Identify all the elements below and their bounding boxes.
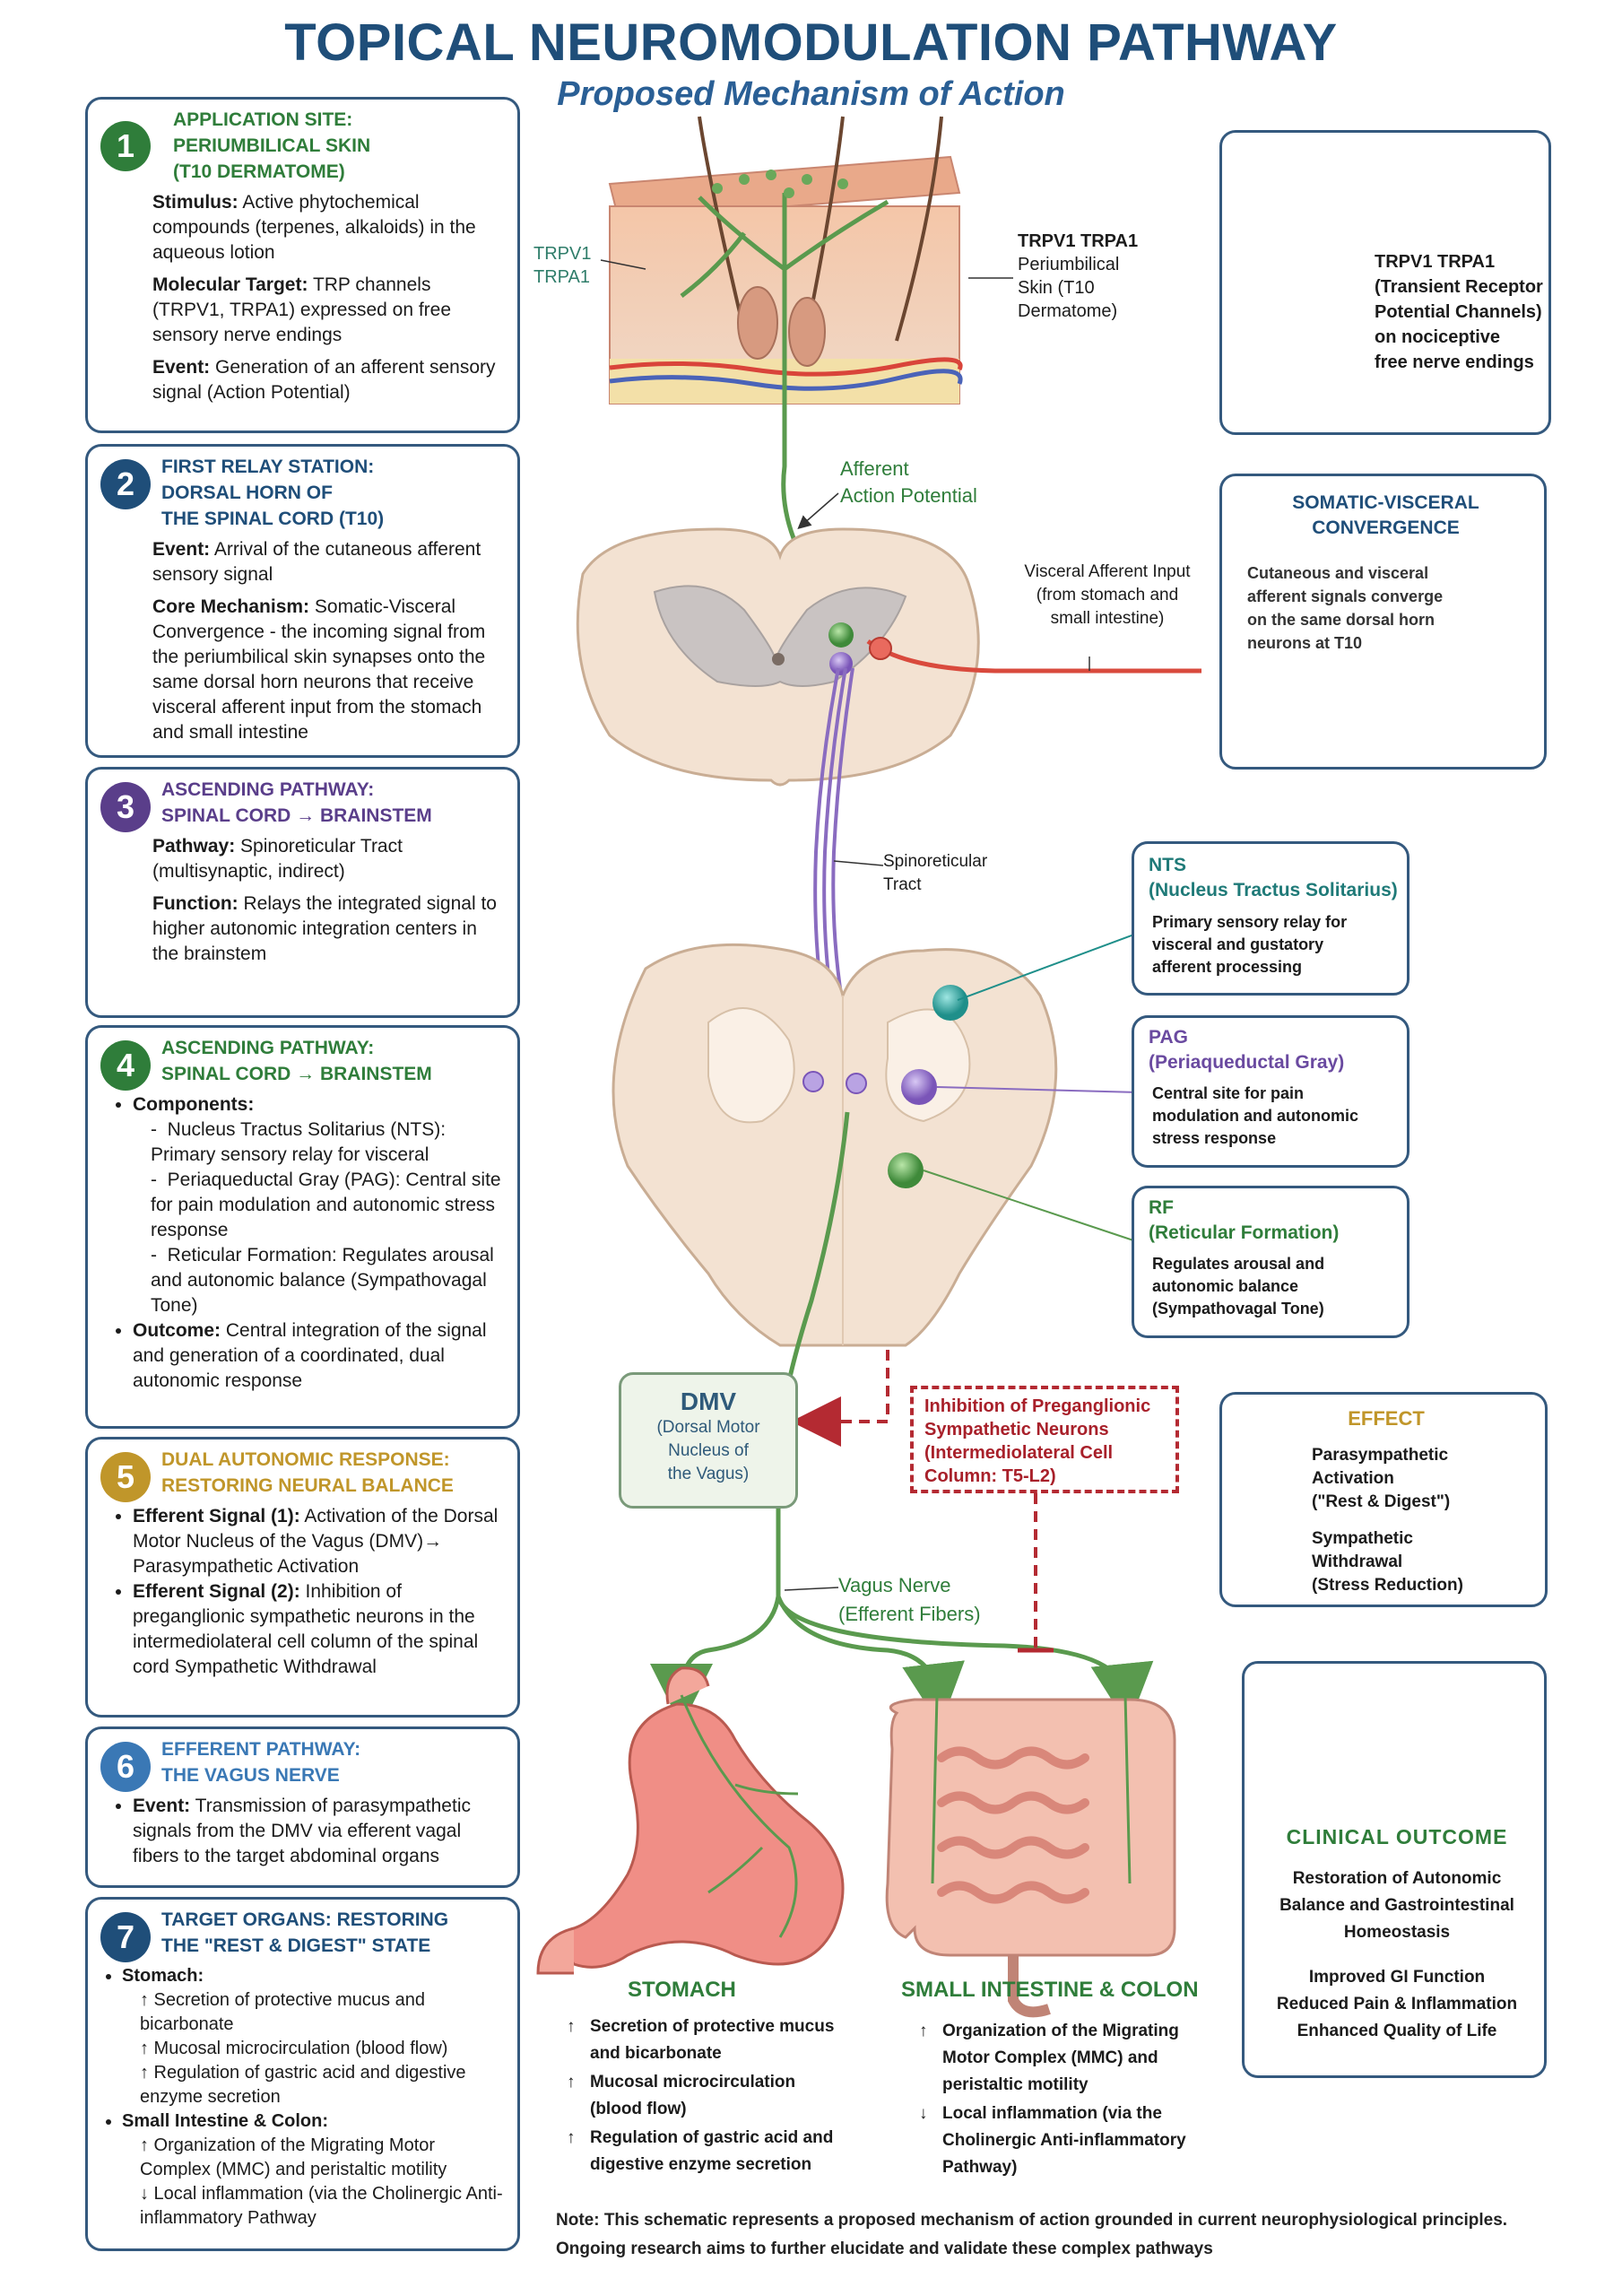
- step-4-number: 4: [100, 1040, 151, 1091]
- step-6-body: Event: Transmission of parasympathetic s…: [108, 1794, 507, 1869]
- step-3-heading: ASCENDING PATHWAY:SPINAL CORD → BRAINSTE…: [161, 779, 432, 826]
- step-7-body: Stomach:↑ Secretion of protective mucus …: [97, 1964, 507, 2231]
- vagus-nerve-right-branch: [776, 1596, 1154, 1726]
- vagus-nerve-label: Vagus Nerve(Efferent Fibers): [838, 1574, 981, 1625]
- step-6-number: 6: [100, 1742, 151, 1792]
- step-3-body: Pathway: Spinoreticular Tract (multisyna…: [152, 836, 497, 964]
- step-4-body: Components:- Nucleus Tractus Solitarius …: [108, 1092, 507, 1394]
- step-5-number: 5: [100, 1452, 151, 1502]
- step-5-body: Efferent Signal (1): Activation of the D…: [108, 1504, 507, 1680]
- clinical-outcome-title: CLINICAL OUTCOME: [1286, 1825, 1508, 1848]
- rf-nucleus: [888, 1152, 924, 1188]
- page-title: TOPICAL NEUROMODULATION PATHWAY: [284, 13, 1338, 72]
- dmv-title: DMV: [680, 1387, 737, 1415]
- step-2-number: 2: [100, 459, 151, 509]
- step-5-heading: DUAL AUTONOMIC RESPONSE:RESTORING NEURAL…: [161, 1449, 454, 1496]
- afferent-nerve: [781, 404, 841, 630]
- organ-effect-item: ↑Mucosal microcirculation(blood flow): [567, 2073, 796, 2118]
- brainstem-illustration: [612, 943, 1058, 1347]
- page-subtitle: Proposed Mechanism of Action: [557, 75, 1065, 113]
- step-1-body: Stimulus: Active phytochemical compounds…: [152, 192, 496, 403]
- intestine-title: SMALL INTESTINE & COLON: [901, 1978, 1199, 2002]
- step-3-number: 3: [100, 782, 151, 832]
- inhibition-arrow: [791, 1350, 889, 1447]
- stomach-title: STOMACH: [628, 1978, 736, 2002]
- nts-nucleus: [932, 985, 968, 1021]
- intestine-illustration: [885, 1694, 1176, 2018]
- clinical-outcome-box: CLINICAL OUTCOME Restoration of Autonomi…: [1242, 1661, 1547, 2078]
- footnote: Note: This schematic represents a propos…: [556, 2211, 1508, 2258]
- rf-box: RF(Reticular Formation) Regulates arousa…: [1132, 1186, 1409, 1338]
- nts-box: NTS(Nucleus Tractus Solitarius) Primary …: [1132, 841, 1409, 996]
- dorsal-horn-neuron-purple: [829, 652, 853, 675]
- step-7-number: 7: [100, 1912, 151, 1962]
- effect-title: EFFECT: [1348, 1407, 1425, 1430]
- dorsal-horn-neuron-green: [828, 622, 854, 648]
- step-1-heading: APPLICATION SITE:PERIUMBILICAL SKIN(T10 …: [173, 109, 371, 182]
- stomach-illustration: [536, 1666, 845, 1975]
- pag-nucleus: [901, 1069, 937, 1105]
- step-1-box: 1 APPLICATION SITE:PERIUMBILICAL SKIN(T10…: [85, 97, 520, 433]
- step-6-heading: EFFERENT PATHWAY:THE VAGUS NERVE: [161, 1739, 361, 1786]
- step-1-number: 1: [100, 121, 151, 171]
- skin-section-illustration: [600, 116, 1013, 466]
- step-4-heading: ASCENDING PATHWAY:SPINAL CORD → BRAINSTE…: [161, 1038, 432, 1084]
- visceral-input-label: Visceral Afferent Input(from stomach and…: [1024, 562, 1191, 628]
- step-2-body: Event: Arrival of the cutaneous afferent…: [152, 539, 486, 743]
- vagus-nerve-middle-branch: [776, 1596, 965, 1726]
- pag-box: PAG(Periaqueductal Gray) Central site fo…: [1132, 1015, 1409, 1168]
- spinal-cord-cross-section: [576, 527, 980, 787]
